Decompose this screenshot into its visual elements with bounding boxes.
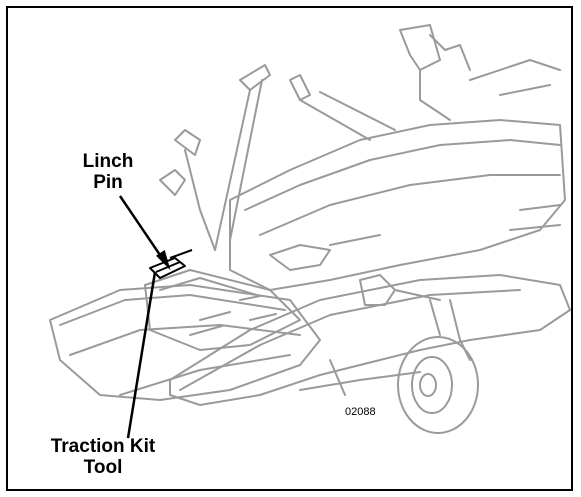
figure-number: 02088 bbox=[345, 406, 376, 418]
callout-traction-kit-tool-line2: Tool bbox=[83, 457, 123, 478]
tool-leader bbox=[126, 271, 157, 439]
callout-linch-pin-line1: Linch bbox=[82, 151, 134, 172]
linch-pin-leader bbox=[118, 195, 164, 259]
leader-lines bbox=[118, 195, 171, 439]
callout-traction-kit-tool-line1: Traction Kit bbox=[50, 436, 156, 457]
callout-linch-pin-line2: Pin bbox=[93, 172, 123, 193]
linch-pin-arrowhead bbox=[156, 250, 171, 271]
figure-border bbox=[6, 6, 573, 491]
